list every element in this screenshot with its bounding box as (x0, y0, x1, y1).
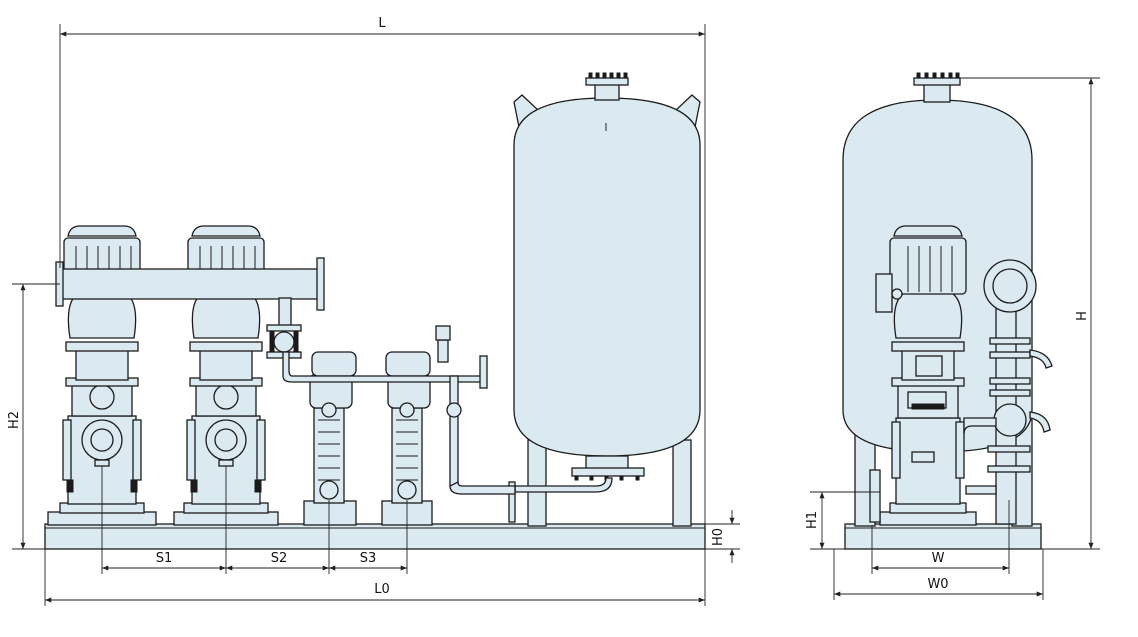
label-S2: S2 (271, 551, 288, 566)
label-H1: H1 (805, 511, 820, 529)
discharge-header (55, 257, 325, 359)
side-valve-assembly (963, 259, 1053, 525)
label-L: L (378, 16, 386, 31)
small-pump-2 (381, 351, 433, 526)
side-view (842, 72, 1053, 550)
front-view (44, 72, 706, 550)
tank-top-nozzle (594, 83, 620, 101)
label-H: H (1075, 311, 1090, 321)
label-W: W (932, 551, 945, 566)
tank-body (513, 97, 701, 457)
label-S3: S3 (360, 551, 377, 566)
small-pump-1-base (303, 500, 357, 526)
tank-leg-left (527, 439, 547, 527)
tank-bottom-flange (571, 467, 645, 477)
tank-outlet-pipe (514, 477, 613, 493)
tank-top-flange (585, 77, 629, 86)
pressure-switch (437, 339, 449, 363)
label-H0: H0 (711, 528, 726, 546)
valve-handle-lower (1029, 411, 1051, 433)
small-pump-2-motor (385, 351, 431, 377)
label-L0: L0 (374, 582, 390, 597)
label-S1: S1 (156, 551, 173, 566)
side-pump-terminal-box (875, 273, 893, 313)
side-pump-motor (889, 237, 967, 295)
tank-outlet-flange (508, 481, 516, 523)
header-pipe (61, 268, 319, 300)
side-pump (869, 225, 977, 526)
small-pump-manifold (282, 325, 516, 495)
label-W0: W0 (927, 577, 948, 592)
header-flange-right (316, 257, 325, 311)
label-H2: H2 (7, 411, 22, 429)
small-pump-1-motor (311, 351, 357, 377)
pressure-tank (508, 72, 701, 527)
valve-handle-upper (1029, 349, 1053, 369)
tank-leg-right (672, 439, 692, 527)
dimensions: L L0 S1 S2 S3 H2 H0 H (7, 16, 1100, 606)
